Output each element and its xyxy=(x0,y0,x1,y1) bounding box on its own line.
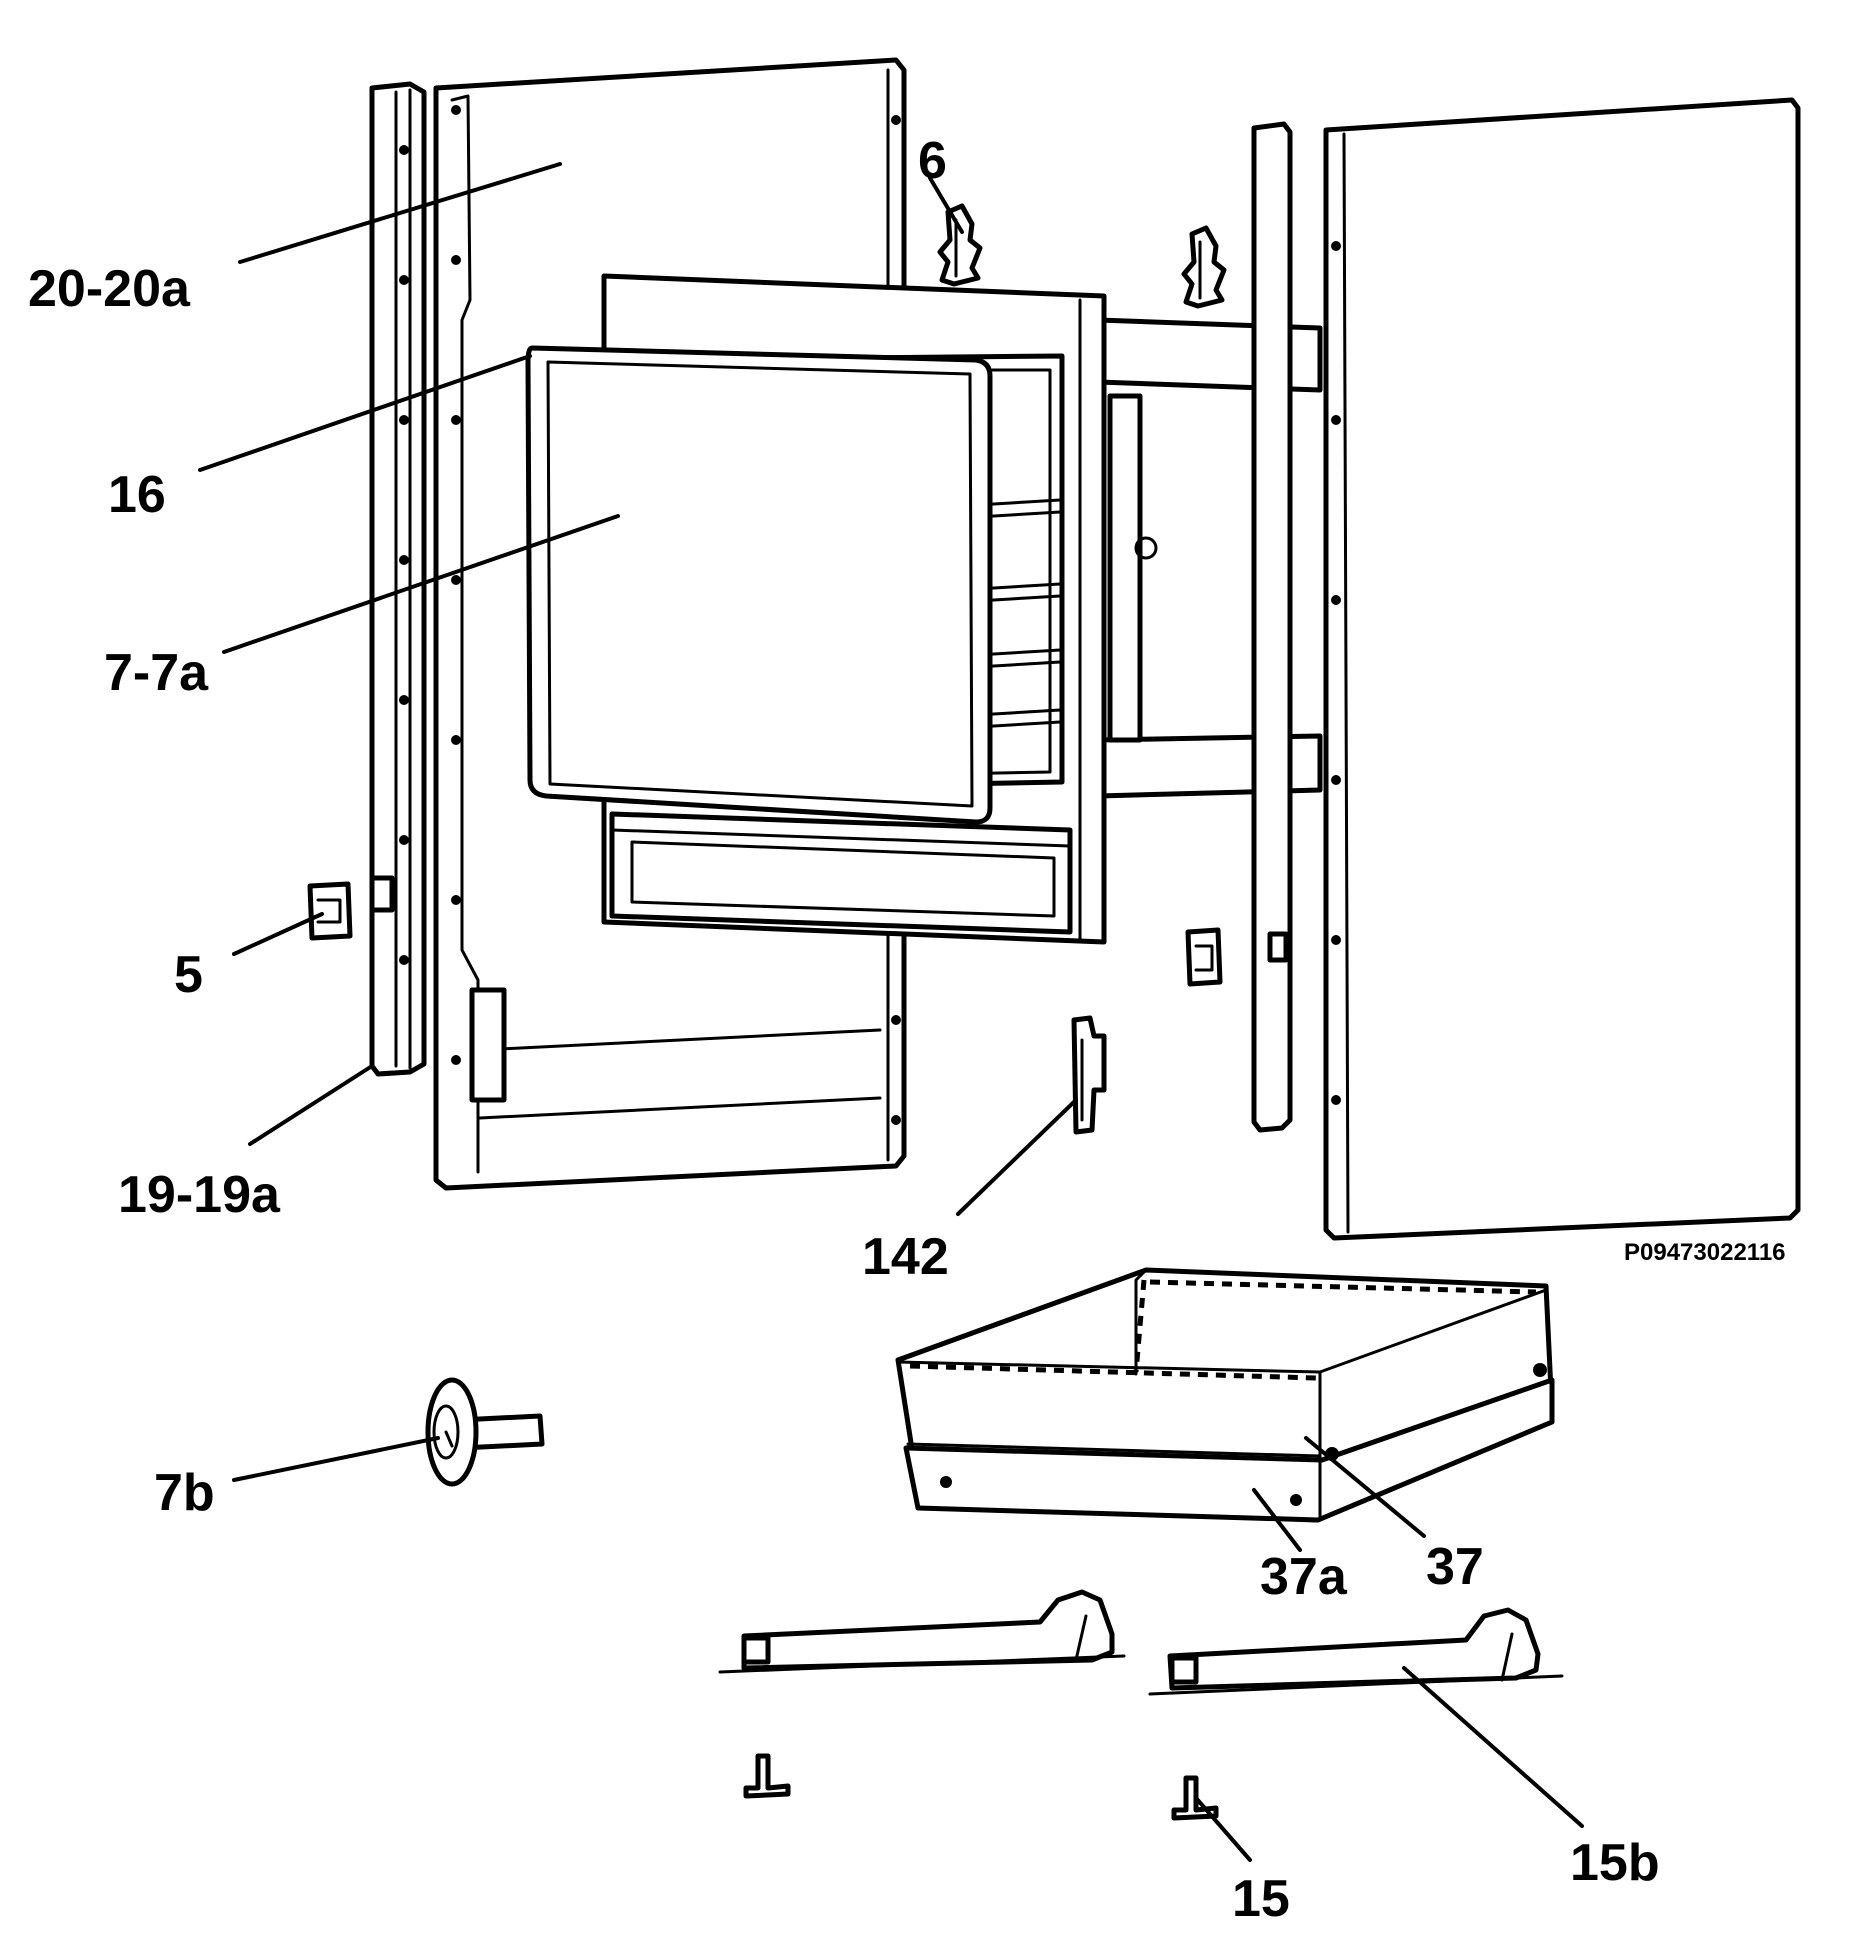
hinge-bracket-left xyxy=(937,203,983,287)
label-142: 142 xyxy=(862,1228,949,1286)
label-15b: 15b xyxy=(1570,1834,1660,1892)
leader-lines xyxy=(198,162,1584,1862)
left-side-strip xyxy=(369,81,427,1077)
drawing-code: P09473022116 xyxy=(1624,1239,1786,1266)
label-15: 15 xyxy=(1232,1870,1290,1928)
part-labels: 20-20a 6 16 7-7a 5 19-19a 142 7b 37a 37 … xyxy=(28,132,1786,1928)
clip-right xyxy=(1185,927,1223,987)
label-7-7a: 7-7a xyxy=(104,644,209,702)
knob-part-7b xyxy=(425,1377,545,1487)
door-seal-gasket xyxy=(525,345,993,825)
drawer-runner-right xyxy=(1148,1607,1564,1696)
label-5: 5 xyxy=(174,946,203,1004)
label-19-19a: 19-19a xyxy=(118,1166,281,1224)
hinge-bracket-right xyxy=(1181,225,1227,309)
drawer-runner-left xyxy=(718,1589,1126,1674)
hinge-part-142 xyxy=(1071,1015,1107,1135)
clip-part-5 xyxy=(307,881,353,941)
label-37: 37 xyxy=(1426,1538,1484,1596)
label-16: 16 xyxy=(108,466,166,524)
label-7b: 7b xyxy=(154,1464,215,1522)
foot-left xyxy=(743,1753,791,1799)
label-37a: 37a xyxy=(1260,1548,1348,1606)
label-20-20a: 20-20a xyxy=(28,260,191,318)
right-side-panel xyxy=(1323,97,1801,1241)
storage-drawer xyxy=(895,1267,1555,1523)
right-side-strip xyxy=(1251,121,1293,1133)
label-6: 6 xyxy=(918,132,947,190)
